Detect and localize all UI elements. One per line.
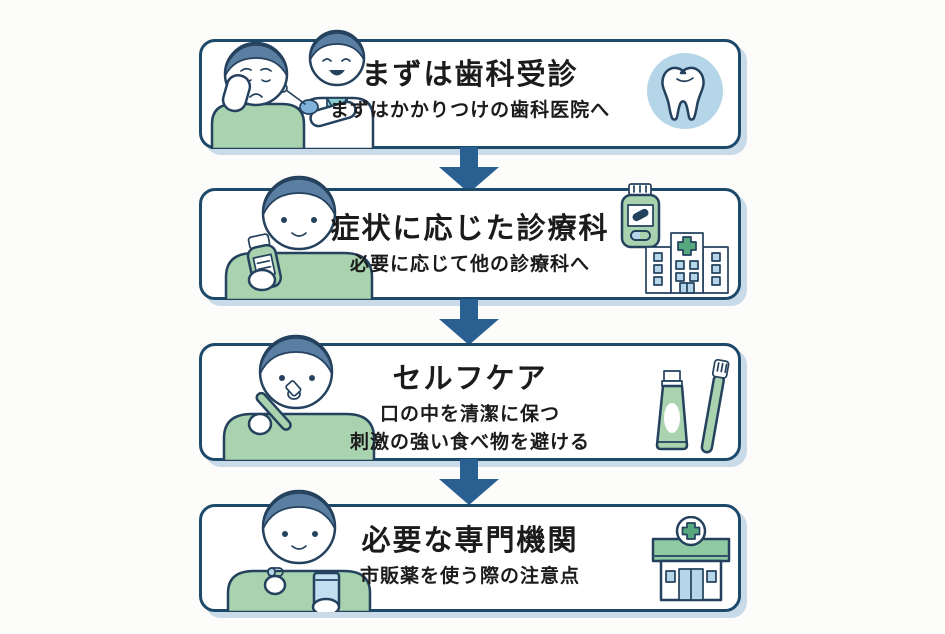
medicine-bottle-icon: [620, 183, 661, 249]
down-arrow: [439, 459, 499, 505]
down-arrow: [439, 299, 499, 345]
toothpaste-icon: [655, 370, 689, 451]
pharmacy-icon: [651, 516, 731, 602]
step-title: セルフケア: [392, 361, 548, 395]
toothbrush-icon: [700, 359, 730, 454]
down-arrow: [439, 147, 499, 193]
step-subtitle: 刺激の強い食べ物を避ける: [349, 430, 590, 453]
step-box-specialist-institution: 必要な専門機関 市販薬を使う際の注意点: [199, 489, 741, 612]
step-subtitle: 必要に応じて他の診療科へ: [349, 253, 590, 276]
step-title: 必要な専門機関: [361, 523, 579, 557]
hospital-icon: [645, 232, 729, 294]
step-subtitle: 口の中を清潔に保つ: [379, 403, 560, 426]
step-box-dental-visit: まずは歯科受診 まずはかかりつけの歯科医院へ: [199, 29, 741, 149]
tooth-icon: [647, 53, 723, 129]
step-box-medical-department: 症状に応じた診療科 必要に応じて他の診療科へ: [199, 175, 741, 300]
step-subtitle: まずはかかりつけの歯科医院へ: [329, 99, 611, 122]
step-box-self-care: セルフケア 口の中を清潔に保つ 刺激の強い食べ物を避ける: [199, 334, 741, 461]
step-title: まずは歯科受診: [361, 57, 579, 91]
step-title: 症状に応じた診療科: [330, 211, 610, 245]
step-subtitle: 市販薬を使う際の注意点: [359, 565, 580, 588]
